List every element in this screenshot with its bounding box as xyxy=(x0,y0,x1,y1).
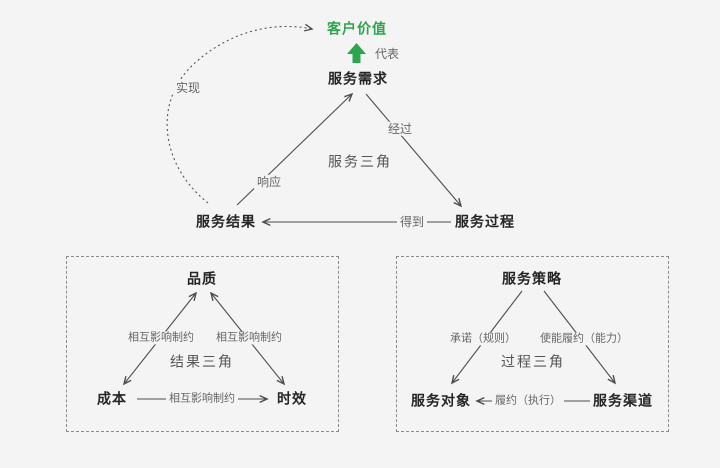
node-cost: 成本 xyxy=(97,390,127,407)
edge-demand-to-process-arrow xyxy=(365,93,461,206)
result-triangle-title: 结果三角 xyxy=(170,353,234,370)
obtain-edge-label: 得到 xyxy=(396,214,428,230)
node-service-channel: 服务渠道 xyxy=(593,392,653,409)
enable-fulfillment-edge-label: 使能履约（能力） xyxy=(537,332,631,346)
edge-result-to-customer-value-dashed-arrow xyxy=(166,26,312,204)
fulfillment-edge-label: 履约（执行） xyxy=(492,394,564,408)
node-timeliness: 时效 xyxy=(277,390,307,407)
process-triangle-title: 过程三角 xyxy=(501,353,565,370)
mutual-constraint-bottom-label: 相互影响制约 xyxy=(166,392,238,406)
node-service-process: 服务过程 xyxy=(455,213,515,230)
commitment-edge-label: 承诺（规则） xyxy=(447,332,519,346)
node-service-strategy: 服务策略 xyxy=(502,270,562,287)
mutual-constraint-left-label: 相互影响制约 xyxy=(125,331,197,345)
node-quality: 品质 xyxy=(187,270,217,287)
node-service-demand: 服务需求 xyxy=(328,70,388,87)
node-service-target: 服务对象 xyxy=(411,392,471,409)
respond-edge-label: 响应 xyxy=(253,174,285,190)
customer-value-label: 客户价值 xyxy=(327,20,387,37)
process-triangle-box xyxy=(396,256,669,432)
represents-edge-label: 代表 xyxy=(371,46,403,62)
through-edge-label: 经过 xyxy=(384,121,416,137)
up-arrow-icon xyxy=(347,43,366,63)
mutual-constraint-right-label: 相互影响制约 xyxy=(213,331,285,345)
node-service-result: 服务结果 xyxy=(196,213,256,230)
service-triangle-title: 服务三角 xyxy=(328,153,392,170)
result-triangle-box xyxy=(66,256,339,432)
realize-edge-label: 实现 xyxy=(172,80,204,96)
